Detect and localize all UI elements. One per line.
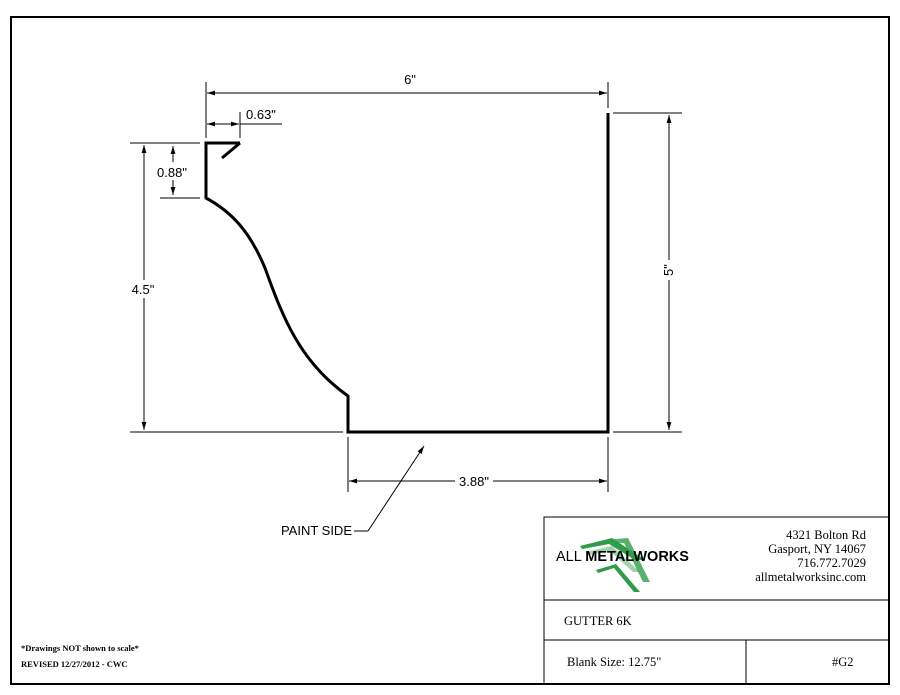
address-line2: Gasport, NY 14067 — [768, 542, 866, 556]
gutter-profile — [204, 113, 610, 434]
dimension-label-45in: 4.5" — [132, 282, 155, 297]
svg-text:ALL METALWORKS: ALL METALWORKS — [556, 549, 689, 565]
dimension-label-063in: 0.63" — [246, 107, 276, 122]
gutter-lip-hook — [221, 141, 241, 160]
scale-note: *Drawings NOT shown to scale* — [21, 643, 139, 653]
dimension-lip-height: 0.88" — [157, 142, 200, 199]
dimension-front-height: 4.5" — [130, 142, 343, 433]
paint-side-label: PAINT SIDE — [281, 523, 352, 538]
dimension-width-top: 6" — [205, 72, 609, 138]
dimension-label-088in: 0.88" — [157, 165, 187, 180]
dimension-label-5in: 5" — [661, 264, 676, 276]
address-line1: 4321 Bolton Rd — [786, 528, 867, 542]
dimension-label-6in: 6" — [404, 72, 416, 87]
website: allmetalworksinc.com — [755, 570, 866, 584]
dimension-back-height: 5" — [613, 112, 682, 433]
dimension-lip-width: 0.63" — [207, 107, 282, 138]
paint-side-callout: PAINT SIDE — [281, 445, 425, 538]
all-metalworks-logo: ALL METALWORKS — [556, 538, 689, 592]
dimension-bottom-width: 3.88" — [347, 437, 609, 492]
logo-text-metalworks: METALWORKS — [585, 549, 689, 565]
part-number: #G2 — [832, 655, 854, 669]
logo-text-all: ALL — [556, 549, 585, 565]
phone-number: 716.772.7029 — [797, 556, 866, 570]
blank-size: Blank Size: 12.75" — [567, 655, 661, 669]
revision-note: REVISED 12/27/2012 - CWC — [21, 659, 128, 669]
dimension-label-388in: 3.88" — [459, 474, 489, 489]
title-block: ALL METALWORKS 4321 Bolton Rd Gasport, N… — [543, 516, 890, 685]
sheet-border — [10, 16, 890, 685]
part-name: GUTTER 6K — [564, 614, 632, 628]
